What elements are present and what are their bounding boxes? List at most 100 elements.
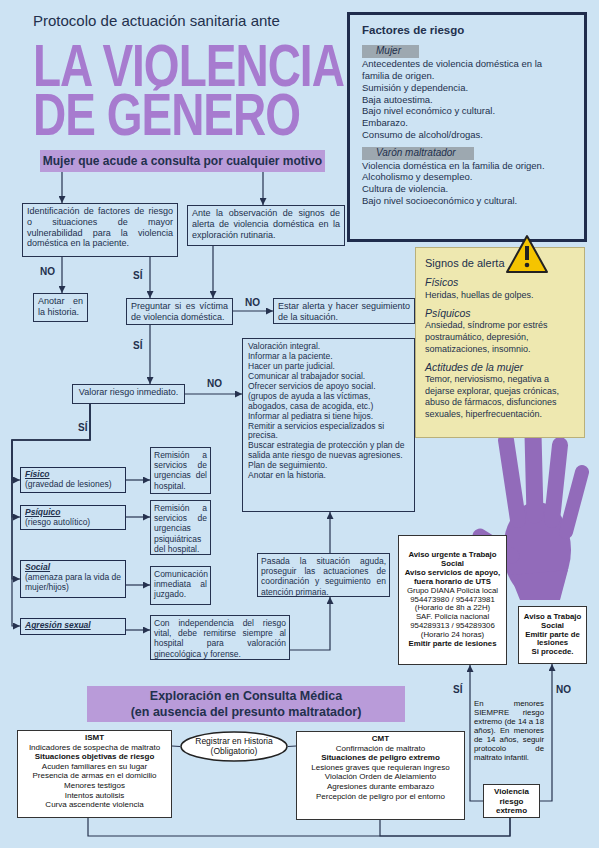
node-text: Social (25, 562, 121, 572)
connector (149, 257, 150, 298)
connector (126, 584, 150, 585)
node-text: Temor, nerviosismo, negativa a dejarse e… (425, 374, 575, 420)
alert-signs-panel: Signos de alertaFísicosHeridas, huellas … (415, 247, 585, 438)
decision-box: Preguntar si es víctima de violencia dom… (126, 298, 233, 325)
ellipse-shape (181, 732, 287, 761)
node-text: (amenaza para la vida de mujer/hijos) (25, 572, 121, 592)
node-text: Informar a la paciente. (248, 352, 409, 362)
node-text: Físicos (425, 276, 575, 289)
action-list-box: Valoración integral.Informar a la pacien… (242, 338, 415, 512)
section-band: Exploración en Consulta Médica(en ausenc… (87, 686, 405, 722)
process-box: Comunicación inmediata al juzgado. (150, 566, 211, 605)
node-text: Situaciones objetivas de riesgo (21, 752, 168, 762)
node-text: Acuden familiares en su lugar (21, 762, 168, 772)
node-text: Percepción de peligro por el entorno (300, 792, 461, 802)
node-text: Situaciones de peligro extremo (300, 753, 461, 763)
node-text: (Obligatorio) (211, 747, 258, 757)
node-text: Menores testigos (21, 781, 168, 791)
connector (288, 745, 296, 747)
node-text: Mujer (362, 45, 419, 58)
edge-label: NO (40, 266, 55, 277)
node-text: Hacer un parte judicial. (248, 362, 409, 372)
process-box: Con independencia del riesgo vital, debe… (150, 615, 290, 660)
node-text: 954473980 / 954473981 (401, 596, 504, 605)
node-text: Con independencia del riesgo vital, debe… (154, 618, 286, 659)
node-text: CMT (300, 734, 461, 744)
node-text: Aviso servicios de apoyo, fuera horario … (401, 569, 504, 587)
connector (61, 172, 62, 203)
node-text: Comunicación inmediata al juzgado. (154, 569, 207, 600)
node-text: Violación Orden de Aleiamiento (300, 772, 461, 782)
edge-label: SÍ (133, 270, 142, 281)
edge-label: SÍ (453, 684, 462, 695)
node-text: Si procede. (521, 648, 584, 657)
risk-box: Agresión sexual (20, 618, 126, 635)
node-text: Comunicar al trabajador social. (248, 372, 409, 382)
connector (126, 629, 150, 630)
process-box: Estar alerta y hacer seguimiento de la s… (273, 298, 415, 324)
connector (12, 404, 90, 480)
decision-box: Violencia riesgo extremo (483, 784, 540, 818)
node-text: Mujer que acude a consulta por cualquier… (43, 154, 322, 168)
node-text: Indicadores de sospecha de maltrato (21, 743, 168, 753)
node-text: (en ausencia del presunto maltratador) (131, 704, 362, 720)
contact-box: Aviso a Trabajo SocialEmitir parte de le… (518, 606, 587, 664)
edge-label: SÍ (133, 340, 142, 351)
node-text: (Horario de 8h a 22H) (401, 604, 504, 613)
connector (126, 516, 150, 517)
connector (233, 310, 273, 311)
node-text: Factores de riesgo (362, 23, 572, 37)
node-text: Plan de seguimiento. (248, 461, 409, 471)
node-text: Embarazo. (362, 117, 572, 129)
node-text: Informar al pediatra si tiene hijos. (248, 412, 409, 422)
ellipse-node: Registrar en Historia(Obligatorio) (180, 731, 288, 762)
node-text: (grupos de ayuda a las víctimas, abogado… (248, 392, 409, 412)
node-text: Valoración integral. (248, 342, 409, 352)
subtitle: Protocolo de actuación sanitaria ante (33, 12, 353, 29)
node-text: Emitir parte de lesiones (401, 640, 504, 649)
connector (185, 393, 242, 394)
node-text: Identificación de factores de riesgo o s… (27, 206, 173, 249)
process-box: Remisión a servicios de urgencias psiqui… (150, 500, 211, 555)
title: LA VIOLENCIA DE GÉNERO (33, 40, 373, 139)
edge-label: SÍ (78, 422, 87, 433)
node-text: Consumo de alcohol/drogas. (362, 129, 572, 141)
node-text: Cultura de violencia. (362, 183, 572, 195)
node-text: Anotar en la historia. (248, 471, 409, 481)
node-text: Heridas, huellas de golpes. (425, 290, 575, 302)
node-text: (Horario 24 horas) (401, 631, 504, 640)
node-text: Violencia doméstica en la familia de ori… (362, 160, 572, 172)
node-text: Exploración en Consulta Médica (150, 688, 342, 704)
node-text: (gravedad de lesiones) (25, 479, 121, 489)
node-text: Lesiones graves que requieran ingreso (300, 763, 461, 773)
start-band: Mujer que acude a consulta por cualquier… (40, 150, 325, 172)
edge-label: NO (207, 378, 222, 389)
node-text: Bajo nivel socioeconómico y cultural. (362, 195, 572, 207)
contact-box: Aviso urgente a Trabajo SocialAviso serv… (398, 535, 507, 665)
connector (262, 172, 263, 205)
node-text: Confirmación de maltrato (300, 744, 461, 754)
connector (380, 818, 510, 836)
node-text: Agresión sexual (25, 620, 121, 630)
node-text: Estar alerta y hacer seguimiento de la s… (278, 301, 410, 323)
node-text: Presencia de armas en el domicilio (21, 771, 168, 781)
node-text: Psíquicos (425, 307, 575, 320)
connector (126, 479, 150, 480)
node-text: Preguntar si es víctima de violencia dom… (131, 301, 228, 323)
node-text: ISMT (21, 733, 168, 743)
process-box: Remisión a servicios de urgencias del ho… (150, 447, 211, 494)
risk-box: Físico(gravedad de lesiones) (20, 467, 126, 493)
note-text: En menores SIEMPRE riesgo extremo (de 14… (474, 700, 544, 763)
node-text: Remisión a servicios de urgencias del ho… (154, 450, 207, 491)
criteria-box: ISMTIndicadores de sospecha de maltratoS… (17, 730, 172, 818)
connector (290, 597, 330, 650)
connector (88, 818, 510, 836)
node-text: Psíquico (25, 507, 121, 517)
node-text: Violencia riesgo extremo (487, 787, 536, 816)
connector (329, 512, 330, 553)
node-text: Ofrecer servicios de apoyo social. (248, 382, 409, 392)
process-box: Anotar en la historia. (33, 293, 88, 322)
node-text: Grupo DIANA Policía local (401, 587, 504, 596)
node-text: Emitir parte de lesiones (521, 631, 584, 649)
